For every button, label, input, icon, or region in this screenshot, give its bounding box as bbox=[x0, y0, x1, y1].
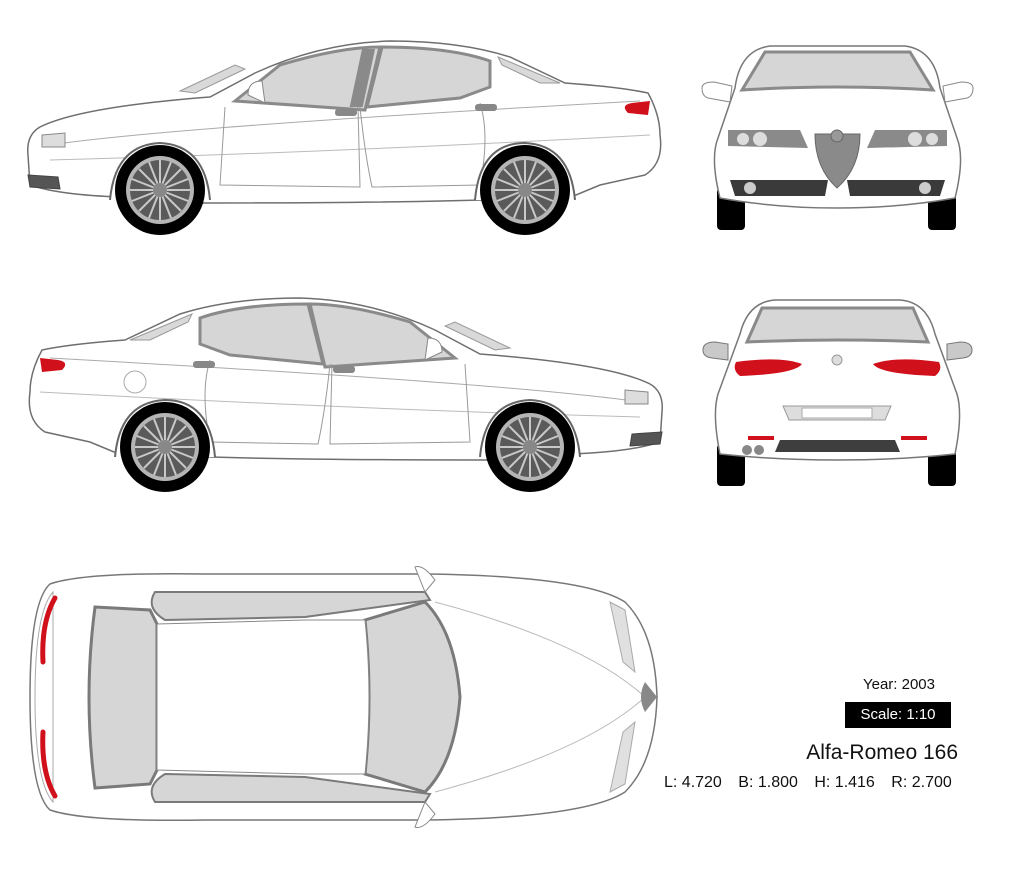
year-label: Year: 2003 bbox=[862, 676, 935, 693]
breadth-value: B: 1.800 bbox=[738, 774, 798, 791]
front-wheel bbox=[115, 145, 205, 235]
rear-wheel bbox=[480, 145, 570, 235]
car-left-side-drawing bbox=[27, 40, 662, 235]
car-front-view bbox=[700, 38, 975, 236]
car-right-side-drawing bbox=[28, 297, 663, 492]
height-value: H: 1.416 bbox=[814, 774, 875, 791]
car-top-drawing bbox=[29, 566, 658, 828]
car-right-side-view bbox=[20, 292, 670, 492]
car-front-drawing bbox=[701, 45, 974, 230]
car-top-view bbox=[25, 562, 665, 832]
car-rear-drawing bbox=[702, 299, 973, 486]
dimensions-row: L: 4.720 B: 1.800 H: 1.416 R: 2.700 bbox=[664, 774, 952, 792]
length-value: L: 4.720 bbox=[664, 774, 722, 791]
car-left-side-view bbox=[20, 35, 670, 235]
wheelbase-value: R: 2.700 bbox=[891, 774, 952, 791]
car-rear-view bbox=[700, 294, 975, 492]
scale-badge: Scale: 1:10 bbox=[845, 702, 951, 728]
model-name: Alfa-Romeo 166 bbox=[806, 741, 958, 764]
